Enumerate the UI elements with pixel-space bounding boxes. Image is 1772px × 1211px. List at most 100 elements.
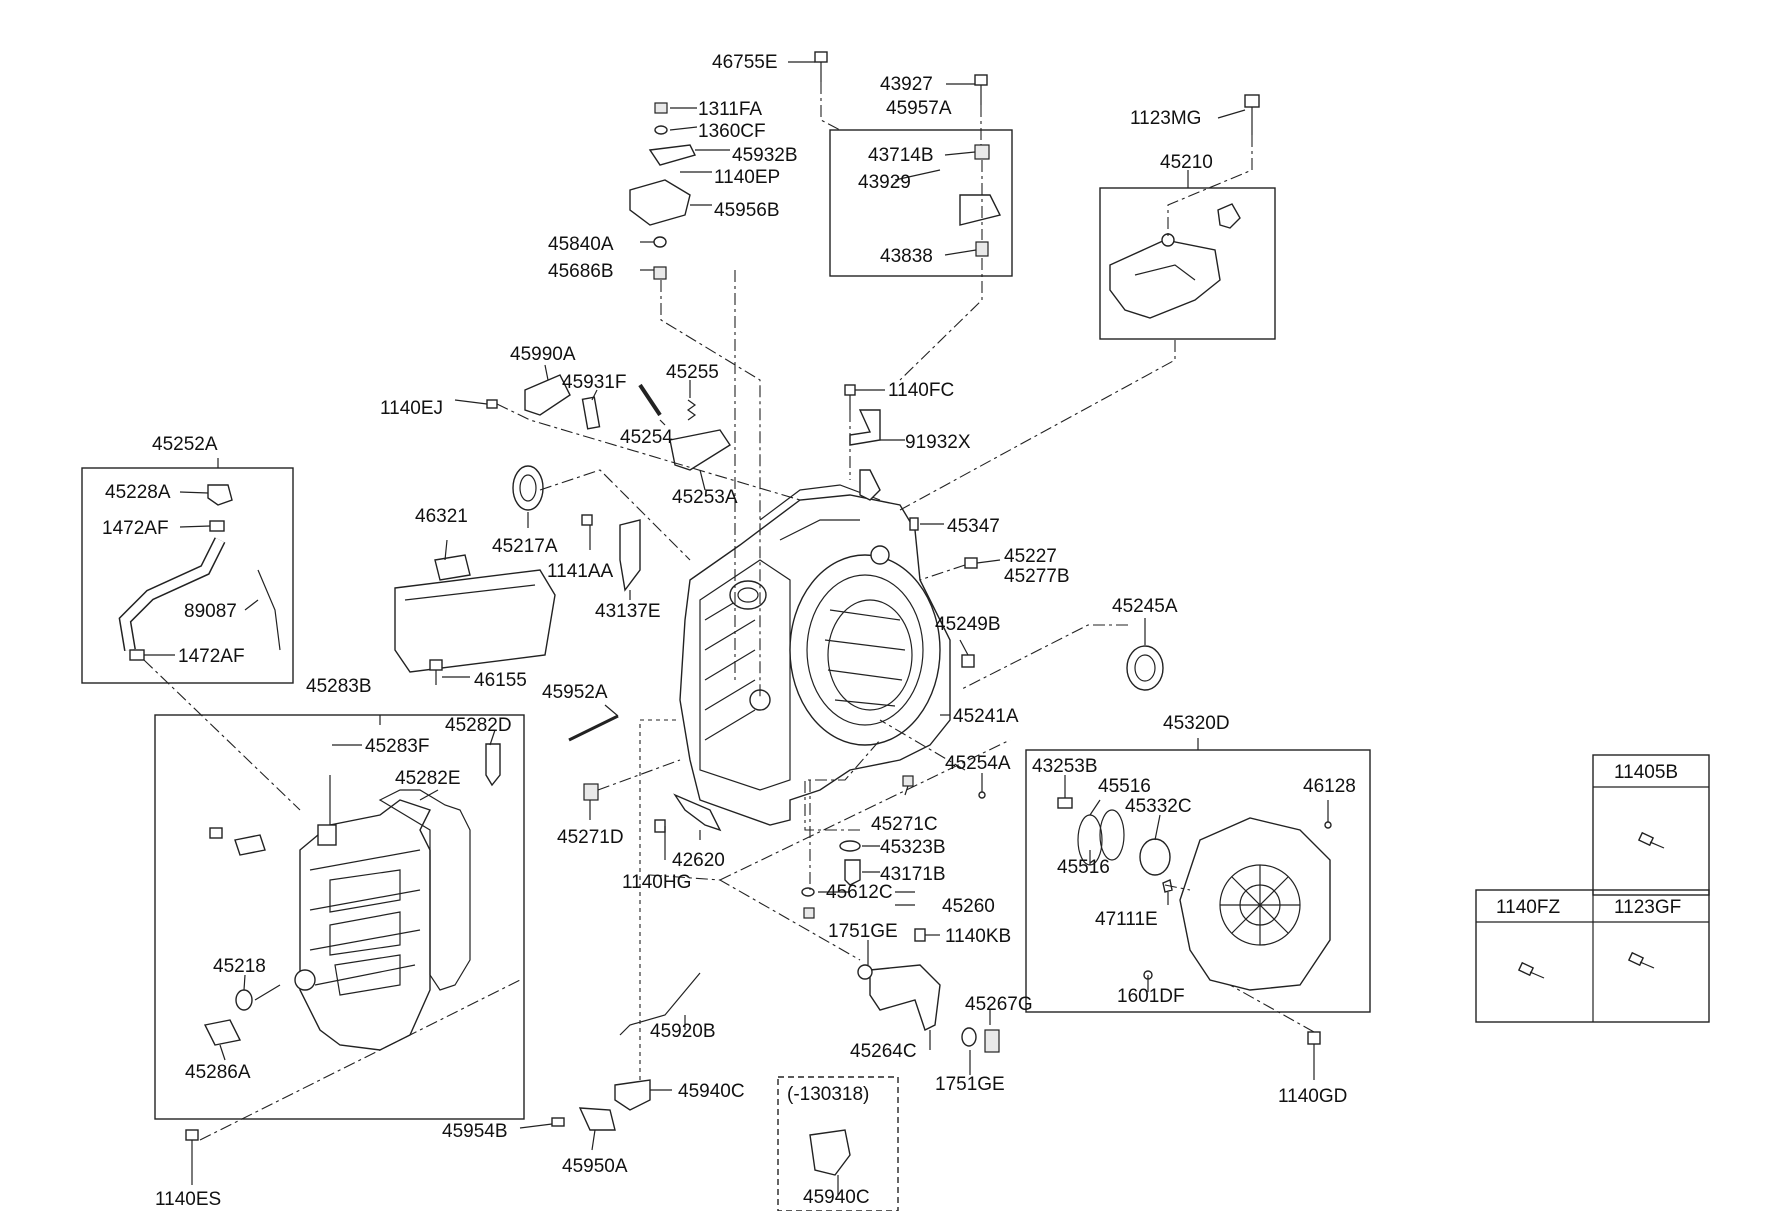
pin-45254A[interactable] bbox=[978, 791, 986, 799]
pipe-45264C[interactable] bbox=[869, 964, 941, 1031]
callout-45217A[interactable]: 45217A bbox=[492, 536, 558, 557]
bearing-45332C[interactable] bbox=[1139, 838, 1171, 876]
callout-1360CF[interactable]: 1360CF bbox=[698, 121, 766, 142]
bolt-1141AA[interactable] bbox=[581, 514, 593, 526]
lever-45932B[interactable] bbox=[648, 144, 697, 166]
callout-42620[interactable]: 42620 bbox=[672, 850, 725, 871]
callout-1601DF[interactable]: 1601DF bbox=[1117, 986, 1185, 1007]
callout-45940C-b[interactable]: 45940C bbox=[803, 1187, 870, 1208]
callout-1751GE-top[interactable]: 1751GE bbox=[828, 921, 898, 942]
bushing-43838[interactable] bbox=[975, 241, 989, 257]
nut-1311FA[interactable] bbox=[654, 102, 668, 114]
pin-45931F[interactable] bbox=[581, 396, 601, 430]
bolt-46155[interactable] bbox=[429, 659, 443, 685]
callout-45323B[interactable]: 45323B bbox=[880, 837, 946, 858]
callout-43838[interactable]: 43838 bbox=[880, 246, 933, 267]
harness-45920B[interactable] bbox=[619, 972, 701, 1036]
callout-45249B[interactable]: 45249B bbox=[935, 614, 1001, 635]
callout-45254[interactable]: 45254 bbox=[620, 427, 673, 448]
callout-45950A[interactable]: 45950A bbox=[562, 1156, 628, 1177]
bracket-oilpan[interactable] bbox=[234, 834, 266, 856]
callout-45283B[interactable]: 45283B bbox=[306, 676, 372, 697]
callout-46155[interactable]: 46155 bbox=[474, 670, 527, 691]
callout-45282E[interactable]: 45282E bbox=[395, 768, 461, 789]
callout-43253B[interactable]: 43253B bbox=[1032, 756, 1098, 777]
switch-45956B[interactable] bbox=[629, 179, 691, 226]
callout-45940C[interactable]: 45940C bbox=[678, 1081, 745, 1102]
clamp-45286A[interactable] bbox=[203, 1019, 242, 1046]
callout-45954B[interactable]: 45954B bbox=[442, 1121, 508, 1142]
oil-pan-gasket[interactable] bbox=[378, 789, 471, 991]
bracket-45950A[interactable] bbox=[578, 1107, 616, 1131]
callout-1140EP[interactable]: 1140EP bbox=[714, 167, 780, 188]
callout-43714B[interactable]: 43714B bbox=[868, 145, 934, 166]
callout-45267G[interactable]: 45267G bbox=[965, 994, 1033, 1015]
callout-46755E[interactable]: 46755E bbox=[712, 52, 778, 73]
callout-45516-b[interactable]: 45516 bbox=[1057, 857, 1110, 878]
clamp-1472AF-bottom[interactable] bbox=[129, 649, 145, 661]
callout-43927[interactable]: 43927 bbox=[880, 74, 933, 95]
callout-45286A[interactable]: 45286A bbox=[185, 1062, 251, 1083]
callout-43171B[interactable]: 43171B bbox=[880, 864, 946, 885]
callout-1141AA[interactable]: 1141AA bbox=[547, 561, 614, 582]
callout-45957A[interactable]: 45957A bbox=[886, 98, 952, 119]
shaft-45254[interactable] bbox=[638, 383, 662, 417]
bolt-oilpan-a[interactable] bbox=[209, 827, 223, 839]
plug-45227[interactable] bbox=[964, 557, 978, 569]
callout-45253A[interactable]: 45253A bbox=[672, 487, 738, 508]
plug-43171B[interactable] bbox=[844, 859, 861, 886]
callout-1472AF-bottom[interactable]: 1472AF bbox=[178, 646, 245, 667]
o-ring-45516-b[interactable] bbox=[1099, 809, 1125, 861]
plug-45271D[interactable] bbox=[583, 783, 599, 801]
ring-45218[interactable] bbox=[235, 989, 253, 1011]
sensor-45282D[interactable] bbox=[485, 743, 501, 787]
callout-45932B[interactable]: 45932B bbox=[732, 145, 798, 166]
dipstick-89087[interactable] bbox=[257, 569, 281, 651]
callout-45956B[interactable]: 45956B bbox=[714, 200, 780, 221]
clip-1751GE-bottom[interactable] bbox=[961, 1027, 977, 1047]
hose-45252A[interactable] bbox=[118, 537, 226, 651]
bolt-1123MG[interactable] bbox=[1244, 94, 1260, 135]
callout-47111E[interactable]: 47111E bbox=[1095, 909, 1158, 930]
callout-45210[interactable]: 45210 bbox=[1160, 152, 1213, 173]
lever-45990A[interactable] bbox=[524, 374, 571, 416]
oring-45612C[interactable] bbox=[801, 887, 815, 897]
callout-46128[interactable]: 46128 bbox=[1303, 776, 1356, 797]
callout-1140EJ[interactable]: 1140EJ bbox=[380, 398, 443, 419]
callout-1140GD[interactable]: 1140GD bbox=[1278, 1086, 1347, 1107]
side-cover[interactable] bbox=[1179, 817, 1331, 991]
callout-1140ES[interactable]: 1140ES bbox=[155, 1189, 221, 1210]
detent-45253A[interactable] bbox=[669, 429, 731, 471]
callout-45218[interactable]: 45218 bbox=[213, 956, 266, 977]
oil-pan[interactable] bbox=[294, 799, 431, 1051]
callout-45612C[interactable]: 45612C bbox=[826, 882, 893, 903]
callout-45920B[interactable]: 45920B bbox=[650, 1021, 716, 1042]
callout-43137E[interactable]: 43137E bbox=[595, 601, 661, 622]
connector-45228A[interactable] bbox=[207, 484, 233, 506]
legend-cell-11405B[interactable]: 11405B bbox=[1614, 762, 1678, 783]
callout-1311FA[interactable]: 1311FA bbox=[698, 99, 762, 120]
callout-46321[interactable]: 46321 bbox=[415, 506, 468, 527]
callout-45282D[interactable]: 45282D bbox=[445, 715, 512, 736]
callout-43929[interactable]: 43929 bbox=[858, 172, 911, 193]
callout-45840A[interactable]: 45840A bbox=[548, 234, 614, 255]
plug-45249B[interactable] bbox=[961, 654, 975, 668]
callout-1140KB[interactable]: 1140KB bbox=[945, 926, 1011, 947]
callout-45264C[interactable]: 45264C bbox=[850, 1041, 917, 1062]
callout-89087[interactable]: 89087 bbox=[184, 601, 237, 622]
legend-cell-1123GF[interactable]: 1123GF bbox=[1614, 897, 1681, 918]
clamp-1472AF-top[interactable] bbox=[209, 520, 225, 532]
bolt-1140FC[interactable] bbox=[844, 384, 856, 410]
callout-45271C[interactable]: 45271C bbox=[871, 814, 938, 835]
seal-45245A[interactable] bbox=[1126, 645, 1164, 691]
bolt-1140HG[interactable] bbox=[654, 819, 666, 833]
sensor-45940C-alt[interactable] bbox=[809, 1129, 851, 1176]
pin-46128[interactable] bbox=[1324, 821, 1332, 829]
bolt-46755E[interactable] bbox=[814, 51, 828, 82]
callout-45255[interactable]: 45255 bbox=[666, 362, 719, 383]
drain-plug-45283F[interactable] bbox=[317, 824, 337, 846]
plug-43253B[interactable] bbox=[1057, 797, 1073, 809]
callout-45332C[interactable]: 45332C bbox=[1125, 796, 1192, 817]
plug-45260[interactable] bbox=[803, 907, 815, 919]
legend-cell-1140FZ[interactable]: 1140FZ bbox=[1496, 897, 1560, 918]
